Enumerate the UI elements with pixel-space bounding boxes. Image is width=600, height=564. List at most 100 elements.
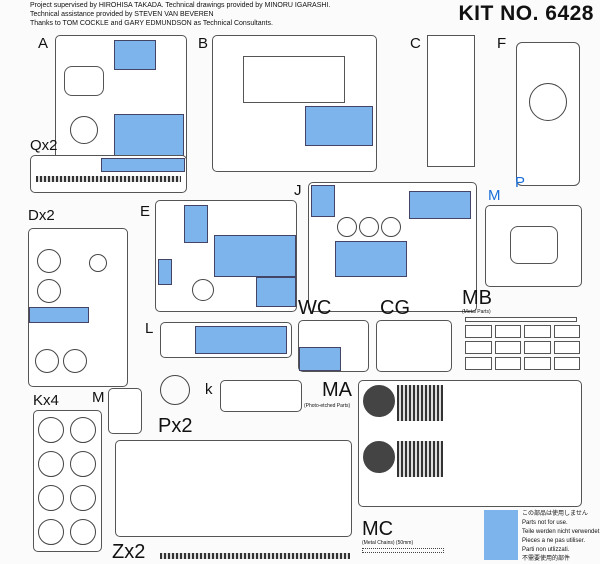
sprue-label-m: M xyxy=(92,389,105,406)
unused-part xyxy=(184,205,208,243)
mb-subtitle: (Metal Parts) xyxy=(462,309,491,315)
mesh-disc xyxy=(363,385,395,417)
wheel xyxy=(70,519,96,545)
note-line: Pieces a ne pas utiliser. xyxy=(522,538,586,544)
part xyxy=(64,66,104,96)
plate xyxy=(465,357,492,370)
plate xyxy=(524,357,551,370)
mesh-grille xyxy=(397,441,443,477)
sprue-label-px2: Px2 xyxy=(158,415,193,437)
sprue-label-e: E xyxy=(140,203,151,220)
sprue-label-k4: Kx4 xyxy=(33,392,59,409)
unused-part xyxy=(305,106,373,146)
note-line: Parti non utlizzati. xyxy=(522,547,570,553)
sprue-wc xyxy=(298,320,369,372)
unused-part xyxy=(29,307,89,323)
wheel xyxy=(70,451,96,477)
wheel xyxy=(38,485,64,511)
note-line: Teile werden nicht verwendet. xyxy=(522,529,600,535)
sprue-label-mc: MC xyxy=(362,518,394,540)
hull-part-c xyxy=(427,35,475,167)
part xyxy=(70,116,98,144)
plate xyxy=(465,341,492,354)
unused-part xyxy=(214,235,296,277)
wheel xyxy=(63,349,87,373)
part xyxy=(243,56,345,103)
sprue-label-f: F xyxy=(497,35,507,52)
wheel xyxy=(38,519,64,545)
sprue-label-b: B xyxy=(198,35,209,52)
plate xyxy=(553,325,580,338)
sprue-cg xyxy=(376,320,452,372)
kit-number: KIT NO. 6428 xyxy=(458,2,594,25)
wheel xyxy=(38,417,64,443)
unused-parts-note: この部品は使用しません Parts not for use. Teile wer… xyxy=(522,510,600,564)
unused-part xyxy=(158,259,172,285)
note-line: 不需要使用的部件 xyxy=(522,556,571,562)
mesh-grille xyxy=(397,385,443,421)
plate xyxy=(524,341,551,354)
credits: Project supervised by HIROHISA TAKADA. T… xyxy=(30,1,330,28)
sprue-label-k: k xyxy=(205,381,213,398)
sprue-label-c: C xyxy=(410,35,421,52)
part xyxy=(381,217,401,237)
sprue-px2 xyxy=(115,440,352,537)
sprue-label-l: L xyxy=(145,320,154,337)
metal-chain xyxy=(362,548,444,553)
sprue-label-j: J xyxy=(294,182,302,199)
sprue-kx4 xyxy=(33,410,102,552)
spring-coil xyxy=(160,553,350,559)
sprue-label-a: A xyxy=(38,35,49,52)
unused-part xyxy=(311,185,335,217)
note-line: Parts not for use. xyxy=(522,520,568,526)
wheel xyxy=(37,279,61,303)
sprue-label-ma: MA xyxy=(322,379,352,401)
unused-part xyxy=(114,40,156,70)
sprue-m xyxy=(108,388,142,434)
part xyxy=(359,217,379,237)
part xyxy=(510,226,558,264)
mb-plates xyxy=(465,325,580,370)
unused-part xyxy=(114,114,184,156)
ma-subtitle: (Photo-etched Parts) xyxy=(304,403,351,409)
part xyxy=(160,375,190,405)
unused-part xyxy=(409,191,471,219)
mc-subtitle: (Metal Chains) (50mm) xyxy=(362,540,414,546)
sprue-m-turret xyxy=(485,205,582,287)
credit-line: Thanks to TOM COCKLE and GARY EDMUNDSON … xyxy=(30,20,273,27)
part xyxy=(337,217,357,237)
wheel xyxy=(70,417,96,443)
sprue-label-cg: CG xyxy=(380,297,410,319)
sprue-label-q: Qx2 xyxy=(30,137,58,154)
plate xyxy=(494,341,521,354)
wheel xyxy=(35,349,59,373)
sprue-label-wc: WC xyxy=(298,297,332,319)
unused-part xyxy=(101,158,185,172)
sprue-b xyxy=(212,35,377,172)
sprue-d xyxy=(28,228,128,387)
sprue-label-m-blue: M xyxy=(488,187,501,204)
unused-part xyxy=(299,347,341,371)
credit-line: Technical assistance provided by STEVEN … xyxy=(30,11,214,18)
sprue-label-d: Dx2 xyxy=(28,207,55,224)
hull-part-f xyxy=(516,42,580,186)
sprue-l xyxy=(160,322,292,358)
sprue-j xyxy=(308,182,477,312)
plate xyxy=(494,325,521,338)
plate xyxy=(553,357,580,370)
turret-ring xyxy=(529,83,567,121)
part xyxy=(192,279,214,301)
sprue-k xyxy=(220,380,302,412)
unused-part xyxy=(195,326,287,354)
mesh-disc xyxy=(363,441,395,473)
plate xyxy=(494,357,521,370)
wheel xyxy=(89,254,107,272)
plate xyxy=(553,341,580,354)
wheel xyxy=(70,485,96,511)
metal-barrel xyxy=(465,317,577,322)
plate xyxy=(465,325,492,338)
sprue-label-mb: MB xyxy=(462,287,492,309)
sprue-e xyxy=(155,200,297,312)
unused-part xyxy=(335,241,407,277)
